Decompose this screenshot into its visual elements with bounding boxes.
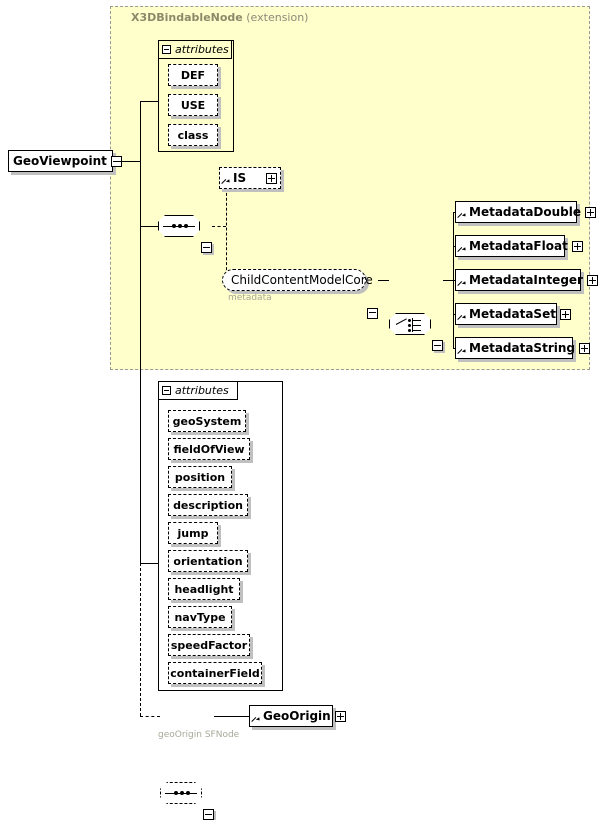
reference-arrow-icon bbox=[220, 168, 229, 188]
node-is[interactable]: IS bbox=[219, 167, 281, 189]
plus-icon[interactable] bbox=[334, 710, 346, 722]
choice-dot-icon bbox=[408, 329, 411, 332]
own-attributes-header-label: attributes bbox=[175, 384, 229, 397]
sequence-dot-icon bbox=[186, 791, 190, 795]
choice-slash-icon bbox=[395, 318, 407, 325]
connector-to-base-attributes bbox=[140, 101, 158, 102]
sequence-minus-icon[interactable] bbox=[203, 809, 214, 820]
node-metadataset-label: MetadataSet bbox=[469, 307, 556, 321]
attribute-fieldofview[interactable]: fieldOfView bbox=[168, 438, 250, 460]
attribute-description[interactable]: description bbox=[168, 494, 248, 516]
connector-to-sequence bbox=[140, 226, 158, 227]
attribute-containerfield[interactable]: containerField bbox=[168, 662, 262, 684]
connector-groupref-to-choice bbox=[378, 280, 389, 281]
node-geoorigin-label: GeoOrigin bbox=[263, 709, 331, 723]
node-metadatadouble[interactable]: MetadataDouble bbox=[455, 201, 597, 223]
choice-compositor[interactable] bbox=[389, 313, 431, 335]
base-attributes-header-label: attributes bbox=[175, 43, 229, 56]
sequence-dot-icon bbox=[174, 791, 178, 795]
connector-to-geoorigin-sequence bbox=[140, 716, 160, 717]
attribute-navtype[interactable]: navType bbox=[168, 606, 232, 628]
choice-branch-icon bbox=[413, 325, 421, 326]
choice-dot-icon bbox=[408, 324, 411, 327]
choice-branch-icon bbox=[413, 320, 421, 321]
choice-minus-icon[interactable] bbox=[432, 340, 443, 351]
reference-arrow-icon bbox=[456, 304, 465, 324]
node-geoorigin[interactable]: GeoOrigin bbox=[249, 705, 346, 727]
connector-sequence-branch bbox=[212, 226, 226, 227]
plus-icon[interactable] bbox=[559, 308, 571, 320]
node-is-label: IS bbox=[233, 171, 247, 185]
sequence-dot-icon bbox=[184, 224, 188, 228]
minus-icon[interactable] bbox=[162, 386, 171, 395]
node-metadataset[interactable]: MetadataSet bbox=[455, 303, 571, 325]
node-metadatadouble-label: MetadataDouble bbox=[469, 205, 582, 219]
node-metadatainteger[interactable]: MetadataInteger bbox=[455, 269, 598, 291]
group-ref-childcontentmodelcore[interactable]: ChildContentModelCore bbox=[222, 269, 373, 291]
connector-choice-out bbox=[443, 280, 453, 281]
sequence-dot-icon bbox=[180, 791, 184, 795]
attribute-headlight[interactable]: headlight bbox=[168, 578, 240, 600]
node-metadatainteger-label: MetadataInteger bbox=[469, 273, 583, 287]
choice-dot-icon bbox=[408, 319, 411, 322]
extension-base-type: X3DBindableNode bbox=[131, 11, 243, 24]
sequence-dot-icon bbox=[172, 224, 176, 228]
attribute-speedfactor[interactable]: speedFactor bbox=[168, 634, 250, 656]
choice-branch-icon bbox=[413, 330, 421, 331]
node-geoviewpoint[interactable]: GeoViewpoint bbox=[8, 150, 122, 172]
connector-root bbox=[113, 161, 140, 162]
extension-region-title: X3DBindableNode (extension) bbox=[131, 11, 308, 24]
node-metadatafloat[interactable]: MetadataFloat bbox=[455, 235, 583, 257]
plus-icon[interactable] bbox=[585, 206, 597, 218]
reference-arrow-icon bbox=[250, 706, 259, 726]
group-ref-sublabel: metadata bbox=[228, 293, 272, 303]
minus-icon[interactable] bbox=[162, 45, 171, 54]
node-metadatafloat-label: MetadataFloat bbox=[469, 239, 568, 253]
plus-icon[interactable] bbox=[586, 274, 598, 286]
reference-arrow-icon bbox=[456, 270, 465, 290]
plus-icon[interactable] bbox=[571, 240, 583, 252]
node-geoviewpoint-label: GeoViewpoint bbox=[13, 154, 107, 168]
sequence-compositor-geoorigin[interactable] bbox=[160, 782, 202, 804]
attribute-class[interactable]: class bbox=[168, 124, 218, 146]
attribute-geosystem[interactable]: geoSystem bbox=[168, 410, 246, 432]
node-metadatastring[interactable]: MetadataString bbox=[455, 337, 590, 359]
extension-kind: (extension) bbox=[246, 11, 309, 24]
attribute-orientation[interactable]: orientation bbox=[168, 550, 248, 572]
connector-trunk-lower bbox=[140, 226, 141, 563]
connector-sequence-branch-vertical bbox=[226, 178, 227, 280]
attribute-use[interactable]: USE bbox=[168, 94, 218, 116]
own-attributes-header[interactable]: attributes bbox=[158, 381, 238, 400]
connector-to-own-attributes bbox=[140, 563, 158, 564]
base-attributes-box: attributes bbox=[158, 40, 234, 152]
plus-icon[interactable] bbox=[578, 342, 590, 354]
connector-to-geoorigin bbox=[214, 716, 250, 717]
connector-trunk-dashed bbox=[140, 563, 141, 716]
sequence-dot-icon bbox=[178, 224, 182, 228]
reference-arrow-icon bbox=[456, 236, 465, 256]
geoorigin-sublabel: geoOrigin SFNode bbox=[158, 730, 240, 740]
own-attributes-box: attributes bbox=[158, 381, 283, 691]
attribute-position[interactable]: position bbox=[168, 466, 232, 488]
minus-icon[interactable] bbox=[367, 308, 378, 319]
plus-icon[interactable] bbox=[266, 172, 277, 184]
sequence-minus-icon[interactable] bbox=[201, 242, 212, 253]
connector-trunk-down bbox=[140, 161, 141, 226]
node-metadatastring-label: MetadataString bbox=[469, 341, 575, 355]
attribute-def[interactable]: DEF bbox=[168, 64, 218, 86]
base-attributes-header[interactable]: attributes bbox=[158, 40, 232, 59]
attribute-jump[interactable]: jump bbox=[168, 522, 218, 544]
schema-diagram-canvas: X3DBindableNode (extension) GeoViewpoint… bbox=[0, 0, 600, 750]
choice-bar-icon bbox=[412, 318, 413, 332]
reference-arrow-icon bbox=[456, 338, 465, 358]
sequence-compositor-base[interactable] bbox=[158, 215, 200, 237]
connector-trunk-up bbox=[140, 101, 141, 161]
reference-arrow-icon bbox=[456, 202, 465, 222]
group-ref-label: ChildContentModelCore bbox=[231, 273, 373, 287]
